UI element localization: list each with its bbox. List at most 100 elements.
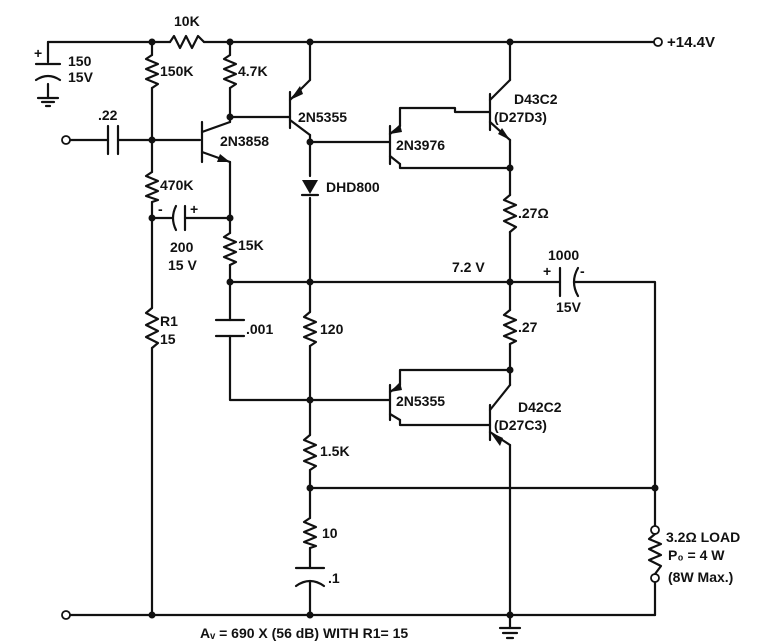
capacitor-150-label: 150 <box>68 53 92 69</box>
load-terminal-top <box>650 525 660 535</box>
q6-upper-lead <box>488 383 512 412</box>
resistor-027-bottom <box>502 308 518 346</box>
q4-arrow-icon <box>498 128 510 140</box>
junction <box>306 396 314 404</box>
q1-emitter-arrow-icon <box>217 154 230 162</box>
resistor-027-bottom-label: .27 <box>518 319 538 335</box>
capacitor-200-plus: + <box>190 201 198 217</box>
q3-label: 2N3976 <box>396 137 445 153</box>
q5-label: 2N5355 <box>396 393 445 409</box>
junction <box>148 611 156 619</box>
resistor-120 <box>302 310 318 348</box>
supply-terminal <box>653 37 663 47</box>
resistor-150k-label: 150K <box>160 63 193 79</box>
ground-terminal <box>61 610 71 620</box>
resistor-1-5k-label: 1.5K <box>320 443 350 459</box>
capacitor-01-plate-bottom <box>294 579 326 588</box>
junction <box>306 278 314 286</box>
wire-q2-emitter <box>308 133 392 144</box>
capacitor-022-label: .22 <box>98 107 118 123</box>
resistor-4-7k <box>222 53 238 90</box>
q1-collector-lead <box>200 120 232 134</box>
junction <box>226 38 234 46</box>
capacitor-1000-label: 1000 <box>548 247 579 263</box>
resistor-10k-label: 10K <box>174 13 200 29</box>
q1-label: 2N3858 <box>220 133 269 149</box>
junction <box>226 214 234 222</box>
capacitor-200-rating: 15 V <box>168 257 197 273</box>
gain-note: Aᵥ = 690 X (56 dB) WITH R1= 15 <box>200 625 408 641</box>
junction <box>306 138 314 146</box>
junction <box>148 136 156 144</box>
resistor-15k <box>222 231 238 267</box>
wiring <box>46 40 657 617</box>
r1-value-label: 15 <box>160 331 176 347</box>
wire-q5-collector <box>398 368 512 387</box>
r1-name-label: R1 <box>160 313 178 329</box>
resistor-027-top <box>502 193 518 234</box>
capacitor-1000-plus: + <box>543 263 551 279</box>
diode-label: DHD800 <box>326 179 380 195</box>
q4-alt-label: (D27D3) <box>494 109 547 125</box>
load-terminal-bottom <box>650 573 660 583</box>
capacitor-1000-rating: 15V <box>556 299 582 315</box>
junction <box>506 278 514 286</box>
resistor-r1 <box>144 306 160 350</box>
supply-voltage-label: +14.4V <box>667 34 715 51</box>
junction <box>506 38 514 46</box>
q5-lower-lead <box>388 412 402 422</box>
capacitor-1000-plate-right <box>572 266 580 298</box>
load-label: 3.2Ω LOAD <box>666 529 740 545</box>
resistor-120-label: 120 <box>320 321 344 337</box>
capacitor-200-label: 200 <box>170 239 194 255</box>
resistor-47k-label: 4.7K <box>238 63 268 79</box>
load-max-label: (8W Max.) <box>668 569 733 585</box>
wire-q3-emitter <box>398 162 512 170</box>
resistor-1-5k <box>302 433 318 472</box>
resistor-470k-label: 470K <box>160 177 193 193</box>
junction <box>506 164 514 172</box>
junction <box>148 214 156 222</box>
q5-arrow-icon <box>390 382 402 392</box>
q6-alt-label: (D27C3) <box>494 417 547 433</box>
capacitor-1000-minus: - <box>580 263 585 279</box>
wire-out-cap <box>572 280 657 530</box>
wire-q3-collector <box>398 106 492 128</box>
diode-dhd800 <box>300 180 320 197</box>
input-terminal <box>61 135 71 145</box>
transistors <box>200 78 512 447</box>
q3-arrow-icon <box>390 124 402 134</box>
resistor-027-top-label: .27Ω <box>518 205 549 221</box>
junction <box>226 113 234 121</box>
capacitor-150-plus: + <box>34 45 42 61</box>
junctions <box>148 38 659 619</box>
resistor-load <box>647 532 663 576</box>
junction <box>506 366 514 374</box>
wire-q5-emitter <box>398 418 492 427</box>
junction <box>306 38 314 46</box>
capacitor-200-plate-left <box>171 204 178 232</box>
load-power-label: P₀ = 4 W <box>668 547 725 563</box>
capacitor-150-plate-bottom <box>34 74 62 82</box>
wire-comp-bottom <box>228 334 392 402</box>
q6-label: D42C2 <box>518 399 562 415</box>
capacitors <box>34 62 580 640</box>
labels: +14.4V 10K + 150 15V 150K 4.7K .22 2N385… <box>34 13 740 641</box>
junction <box>651 484 659 492</box>
capacitor-01-label: .1 <box>328 570 340 586</box>
q2-lower-lead <box>288 118 312 137</box>
junction <box>148 38 156 46</box>
capacitor-150-rating: 15V <box>68 69 94 85</box>
q4-collector-lead <box>488 78 512 102</box>
mid-voltage-label: 7.2 V <box>452 259 485 275</box>
resistor-470k <box>144 170 160 204</box>
capacitor-200-minus: - <box>158 201 163 217</box>
q6-arrow-icon <box>490 432 503 446</box>
q2-arrow-icon <box>290 86 303 100</box>
capacitor-001-label: .001 <box>246 321 273 337</box>
wire-47k-bottom <box>228 86 290 119</box>
q3-lower-lead <box>388 154 402 166</box>
resistor-150k <box>144 53 160 90</box>
resistors <box>144 34 663 576</box>
